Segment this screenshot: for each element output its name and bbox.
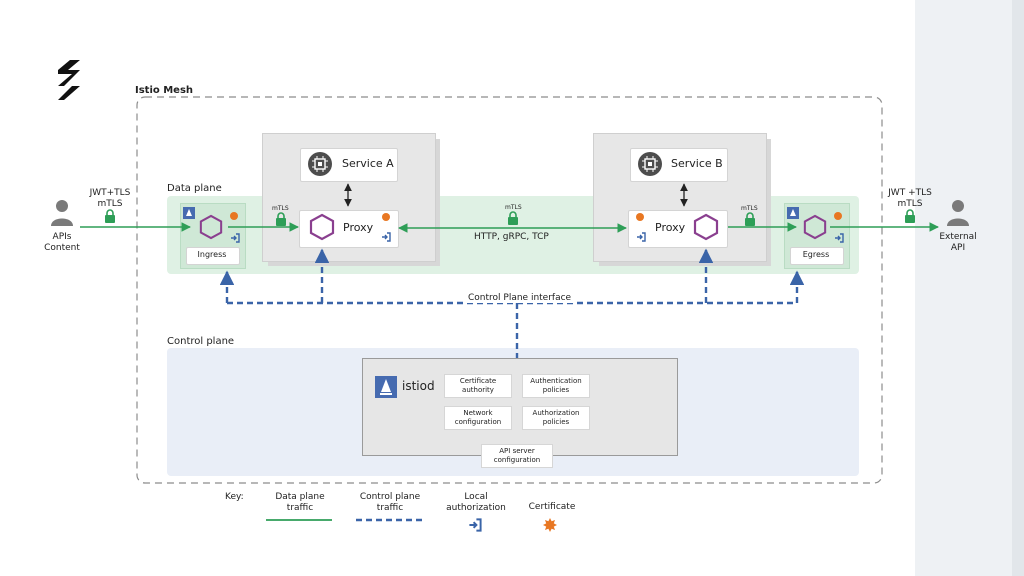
middle-mtls-label: mTLS [505, 204, 522, 211]
ingress-label-card [186, 247, 240, 265]
local-authorization-icon [637, 232, 646, 242]
gateway-hexagon-icon [199, 214, 223, 240]
certificate-burst-icon [543, 518, 557, 532]
local-authorization-icon [231, 233, 240, 243]
certificate-dot-icon [636, 213, 644, 221]
istiod-label: istiod [402, 379, 435, 393]
certificate-authority-card: Certificate authority [444, 374, 512, 398]
side-panel [915, 0, 1024, 576]
lock-icon [508, 211, 518, 225]
egress-label: Egress [802, 250, 830, 259]
ingress-label: Ingress [197, 250, 227, 259]
mesh-title: Istio Mesh [135, 85, 194, 96]
external-api-label: External API [939, 232, 977, 253]
proxy-hexagon-icon [693, 213, 719, 241]
service-a-label: Service A [342, 157, 394, 170]
service-b-label: Service B [671, 157, 723, 170]
istio-sail-icon [375, 376, 397, 398]
proxy-hexagon-icon [309, 213, 335, 241]
istiod-box [362, 358, 678, 456]
authentication-policies-card: Authentication policies [522, 374, 590, 398]
proxy-a-mtls-label: mTLS [272, 205, 289, 212]
istio-sail-icon [787, 207, 799, 219]
authorization-policies-card: Authorization policies [522, 406, 590, 430]
control-plane-traffic-lines [219, 248, 805, 358]
left-auth-label: JWT+TLS mTLS [89, 188, 131, 209]
protocols-label: HTTP, gRPC, TCP [474, 232, 549, 242]
key-title: Key: [225, 492, 244, 502]
key-certificate-label: Certificate [528, 502, 576, 512]
key-control-plane-label: Control plane traffic [359, 492, 421, 513]
chip-icon [638, 152, 662, 176]
key-data-plane-label: Data plane traffic [275, 492, 325, 513]
local-authorization-icon [835, 233, 844, 243]
local-authorization-icon [469, 518, 482, 532]
apis-content-label: APIs Content [44, 232, 80, 253]
key-local-authorization-label: Local authorization [446, 492, 506, 513]
control-plane-interface-label: Control Plane interface [466, 293, 574, 303]
local-authorization-icon [382, 232, 391, 242]
proxy-b-label: Proxy [655, 221, 686, 234]
istio-sail-icon [183, 207, 195, 219]
lock-icon [745, 212, 755, 226]
certificate-dot-icon [382, 213, 390, 221]
data-plane-label: Data plane [167, 183, 222, 194]
person-icon [51, 200, 73, 226]
person-icon [947, 200, 969, 226]
api-server-configuration-card: API server configuration [481, 444, 553, 468]
side-panel-strip [1012, 0, 1024, 576]
chip-icon [308, 152, 332, 176]
certificate-dot-icon [834, 212, 842, 220]
lock-icon [276, 212, 286, 226]
data-plane-traffic-lines [80, 222, 939, 233]
lock-icon [905, 209, 915, 223]
proxy-a-label: Proxy [343, 221, 374, 234]
control-plane-label: Control plane [167, 336, 235, 347]
network-configuration-card: Network configuration [444, 406, 512, 430]
egress-label-card [790, 247, 844, 265]
proxy-b-mtls-label: mTLS [741, 205, 758, 212]
right-auth-label: JWT +TLS mTLS [888, 188, 932, 209]
certificate-dot-icon [230, 212, 238, 220]
lock-icon [105, 209, 115, 223]
service-proxy-arrows [344, 183, 688, 207]
gateway-hexagon-icon [803, 214, 827, 240]
brand-logo-icon [58, 60, 80, 100]
